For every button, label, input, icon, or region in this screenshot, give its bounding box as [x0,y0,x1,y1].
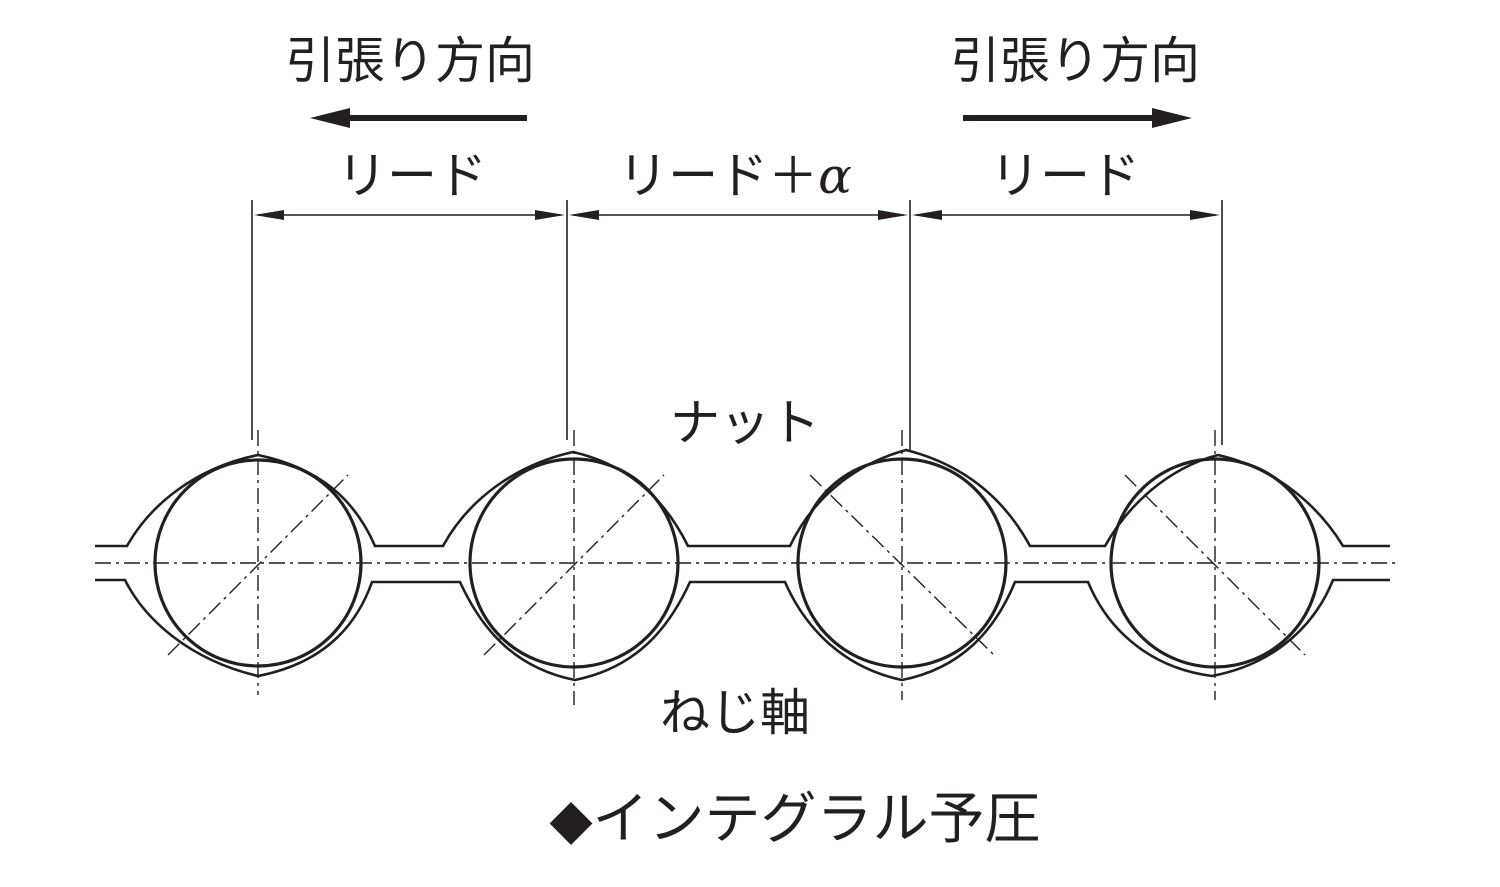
lead-left-label: リード [337,147,487,205]
ball-3 [796,430,1008,700]
lead-middle-label: リード＋α [618,147,852,205]
nut-label: ナット [670,394,820,452]
lead-right-label: リード [990,147,1140,205]
lead-dimension-right [912,210,1220,220]
pull-direction-right-arrow [963,108,1192,128]
pull-direction-right-label: 引張り方向 [950,32,1200,90]
pull-direction-left-arrow [310,108,527,128]
lead-dimension-left [254,210,565,220]
figure-caption: ◆インテグラル予圧 [549,787,1040,852]
alpha-symbol: α [818,147,852,205]
screw-shaft-label: ねじ軸 [660,684,810,742]
lead-dimension-middle [569,210,908,220]
ball-1 [153,430,363,695]
caption-text: インテグラル予圧 [593,787,1041,852]
extension-lines [251,200,1223,450]
caption-marker: ◆ [549,787,592,852]
lead-middle-main: リード＋ [618,147,818,205]
shaft-groove-profile [95,578,1390,682]
ball-2 [468,430,680,705]
pull-direction-left-label: 引張り方向 [285,32,535,90]
ball-4 [1109,430,1321,700]
